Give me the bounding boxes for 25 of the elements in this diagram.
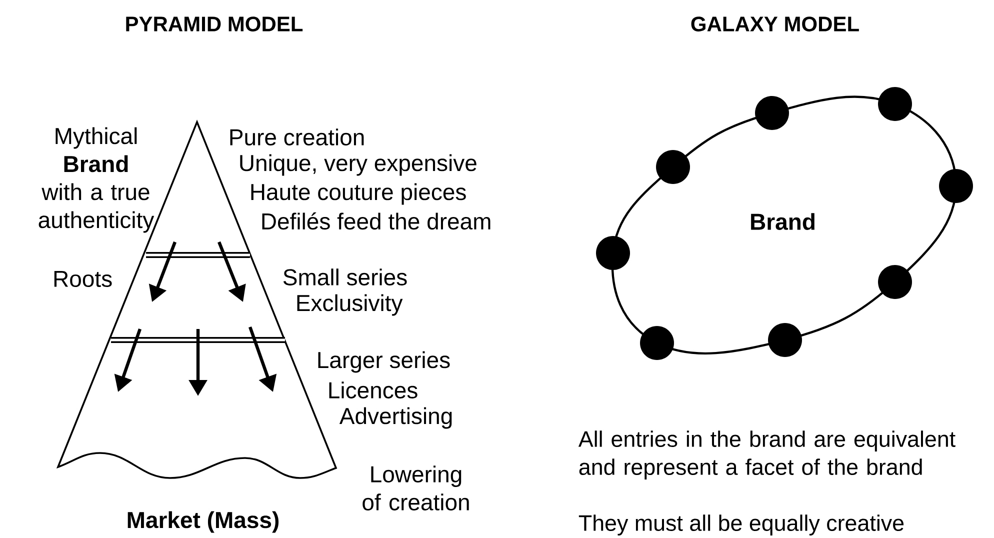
dot	[878, 87, 912, 121]
dot	[755, 96, 789, 130]
heading: PYRAMID MODEL	[126, 16, 303, 32]
description-text: They must all be equally creative	[578, 514, 904, 536]
dot	[939, 169, 973, 204]
pyramid-note: Lowering of creation	[362, 466, 469, 510]
pyramid-note: Haute couture pieces	[251, 183, 466, 205]
pyramid-note: Pure creation	[230, 128, 364, 146]
pyramid-note: Defilés feed the dream	[262, 212, 490, 230]
pyramid-note: Advertising	[339, 407, 452, 429]
dot	[878, 265, 912, 299]
pyramid-note: Mythical Brand with a true authenticity	[38, 127, 154, 233]
dot	[656, 150, 690, 184]
pyramid-note: Exclusivity	[297, 294, 403, 316]
pyramid-note: Roots	[54, 271, 112, 288]
pyramid-note: Small series	[283, 268, 407, 286]
pyramid-note: Larger series	[318, 351, 450, 373]
dot	[640, 326, 674, 360]
pyramid-note: Licences	[329, 382, 418, 398]
dot	[768, 323, 802, 357]
pyramid-base-label: Market (Mass)	[128, 511, 279, 533]
heading: GALAXY MODEL	[691, 16, 859, 32]
dot	[596, 236, 630, 270]
pyramid-note: Unique, very expensive	[240, 154, 476, 176]
description-text: All entries in the brand are equivalent and represent a facet of the brand	[578, 430, 956, 480]
